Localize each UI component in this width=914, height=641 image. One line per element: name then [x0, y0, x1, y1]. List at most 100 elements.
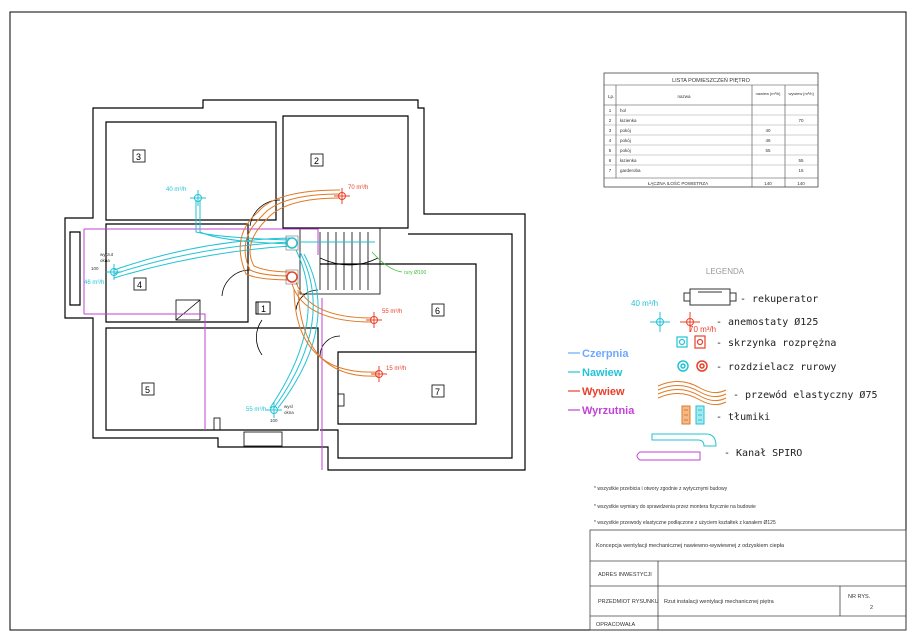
flow-label-room7: 15 m³/h: [386, 366, 406, 372]
legend-flow-extract: 70 m³/h: [689, 325, 716, 334]
title-block-number-label: NR RYS.: [848, 594, 871, 600]
room-number: 7: [435, 387, 440, 397]
anemostats: [106, 188, 387, 418]
recuperator-icon: [683, 288, 737, 306]
note-line: * wszystkie przebicia i otwory zgodnie z…: [594, 486, 728, 492]
exhaust-ducts: [83, 228, 323, 470]
title-block: [589, 529, 907, 631]
title-block-title: Koncepcja wentylacji mechanicznej nawiew…: [596, 543, 785, 549]
anemostat-extract-icon: [680, 312, 700, 332]
room-table-cell: 40: [765, 128, 771, 133]
legend-title: LEGENDA: [706, 267, 745, 276]
legend-air-intake: Czerpnia: [582, 348, 629, 360]
outlet-left-label-b: okna: [100, 258, 110, 263]
room-table-title: LISTA POMIESZCZEŃ PIĘTRO: [672, 77, 751, 84]
room-table-cell: 6: [609, 158, 612, 163]
room-table-cell: pokój: [620, 148, 631, 153]
room-table-header: wywiew [m³/h]: [788, 91, 813, 96]
notes: * wszystkie przebicia i otwory zgodnie z…: [594, 486, 776, 526]
outlet-bottom-label-a: wysl: [284, 404, 293, 409]
room-number: 3: [136, 152, 141, 162]
room-table-cell: łazienka: [620, 118, 637, 123]
anemostat-supply-icon: [650, 312, 670, 332]
title-block-number-value: 2: [870, 605, 873, 611]
legend: LEGENDA - rekuperator 40 m³/h 70 m³/h - …: [568, 267, 878, 461]
flow-label-room2: 70 m³/h: [348, 185, 368, 191]
room-table-cell: 15: [798, 168, 804, 173]
flex-duct-label: rury Ø100: [404, 270, 426, 276]
room-table-cell: 55: [798, 158, 804, 163]
room-number: 1: [261, 304, 266, 314]
room-table-cell: 7: [609, 168, 612, 173]
flow-label-room3: 40 m³/h: [166, 187, 186, 193]
anemostat-room5: [266, 402, 282, 418]
flow-label-room5: 55 m³/h: [246, 407, 266, 413]
silencer-icon: [681, 405, 705, 425]
room-table-footer-label: ŁĄCZNA ILOŚĆ POWIETRZA: [648, 179, 708, 186]
room-table-cell: 5: [609, 148, 612, 153]
room-table-cell: łazienka: [620, 158, 637, 163]
room-table-cell: 70: [798, 118, 804, 123]
room-number-boxes: [132, 149, 445, 398]
title-block-address-label: ADRES INWESTYCJI: [598, 572, 652, 578]
title-block-author-label: OPRACOWAŁA: [596, 622, 636, 628]
anemostat-room4: [106, 264, 122, 280]
title-block-drawing-label: PRZEDMIOT RYSUNKU: [598, 599, 659, 605]
room-table-cell: 2: [609, 118, 612, 123]
title-block-drawing-value: Rzut instalacji wentylacji mechanicznej …: [664, 599, 775, 605]
legend-air-supply: Nawiew: [582, 367, 623, 379]
room-number: 2: [314, 156, 319, 166]
room-number: 6: [435, 306, 440, 316]
plenum-box-icon: [676, 335, 706, 349]
legend-flow-supply: 40 m³/h: [631, 299, 658, 308]
room-table-cell: 55: [765, 148, 771, 153]
anemostat-room6: [366, 312, 382, 328]
room-table-header: Lp.: [608, 94, 614, 99]
room-table-cell: 3: [609, 128, 612, 133]
room-table-footer-extract: 140: [797, 181, 805, 186]
outlet-left-num: 100: [91, 266, 99, 271]
room-number: 4: [137, 280, 142, 290]
room-table-cell: 1: [609, 108, 612, 113]
room-table-cell: 4: [609, 138, 612, 143]
legend-item-spiro: - Kanał SPIRO: [724, 448, 802, 459]
room-table: LISTA POMIESZCZEŃ PIĘTRO Lp. nazwa nawie…: [603, 72, 819, 188]
legend-item-distributor: - rozdzielacz rurowy: [716, 362, 836, 373]
outlet-bottom-num: 100: [270, 418, 278, 423]
supply-ducts: [113, 200, 375, 409]
room-table-cell: hol: [620, 108, 626, 113]
room-number: 5: [145, 385, 150, 395]
spiro-duct-icon: [636, 433, 717, 461]
flow-label-room6: 55 m³/h: [382, 309, 402, 315]
legend-item-recuperator: - rekuperator: [740, 294, 818, 305]
flex-leader: [371, 251, 403, 273]
note-line: * wszystkie wymiary do sprawdzenia przez…: [594, 504, 756, 510]
legend-air-extract: Wywiew: [582, 386, 625, 398]
distributor-icon: [677, 360, 708, 372]
room-table-rows: 1 hol 2 łazienka 70 3 pokój 40 4 pokój 46 5 pokój 55 6…: [609, 108, 804, 173]
room-table-cell: pokój: [620, 128, 631, 133]
anemostat-room7: [371, 366, 387, 382]
legend-item-silencers: - tłumiki: [716, 412, 770, 423]
room-table-header: nazwa: [677, 94, 691, 99]
legend-air-exhaust: Wyrzutnia: [582, 405, 635, 417]
room-table-cell: garderoba: [620, 168, 641, 173]
flow-label-room4: 46 m³/h: [84, 280, 104, 286]
anemostat-room3: [190, 190, 206, 206]
anemostat-room2: [334, 188, 350, 204]
outlet-bottom-label-b: okna: [284, 410, 294, 415]
room-table-cell: 46: [765, 138, 771, 143]
flexible-duct-icon: [657, 381, 727, 406]
legend-item-plenum: - skrzynka rozprężna: [716, 338, 836, 349]
legend-item-flexible-duct: - przewód elastyczny Ø75: [733, 389, 878, 401]
room-table-header: nawiew [m³/h]: [756, 91, 781, 96]
outlet-left-label-a: wyrzut: [100, 252, 114, 257]
note-line: * wszystkie przewody elastyczne podłączo…: [594, 520, 776, 526]
floor-plan: [64, 99, 526, 471]
room-table-cell: pokój: [620, 138, 631, 143]
legend-item-anemostats: - anemostaty Ø125: [716, 316, 818, 328]
room-table-footer-supply: 140: [764, 181, 772, 186]
extract-ducts: [239, 189, 379, 377]
distribution-boxes: [285, 235, 299, 285]
